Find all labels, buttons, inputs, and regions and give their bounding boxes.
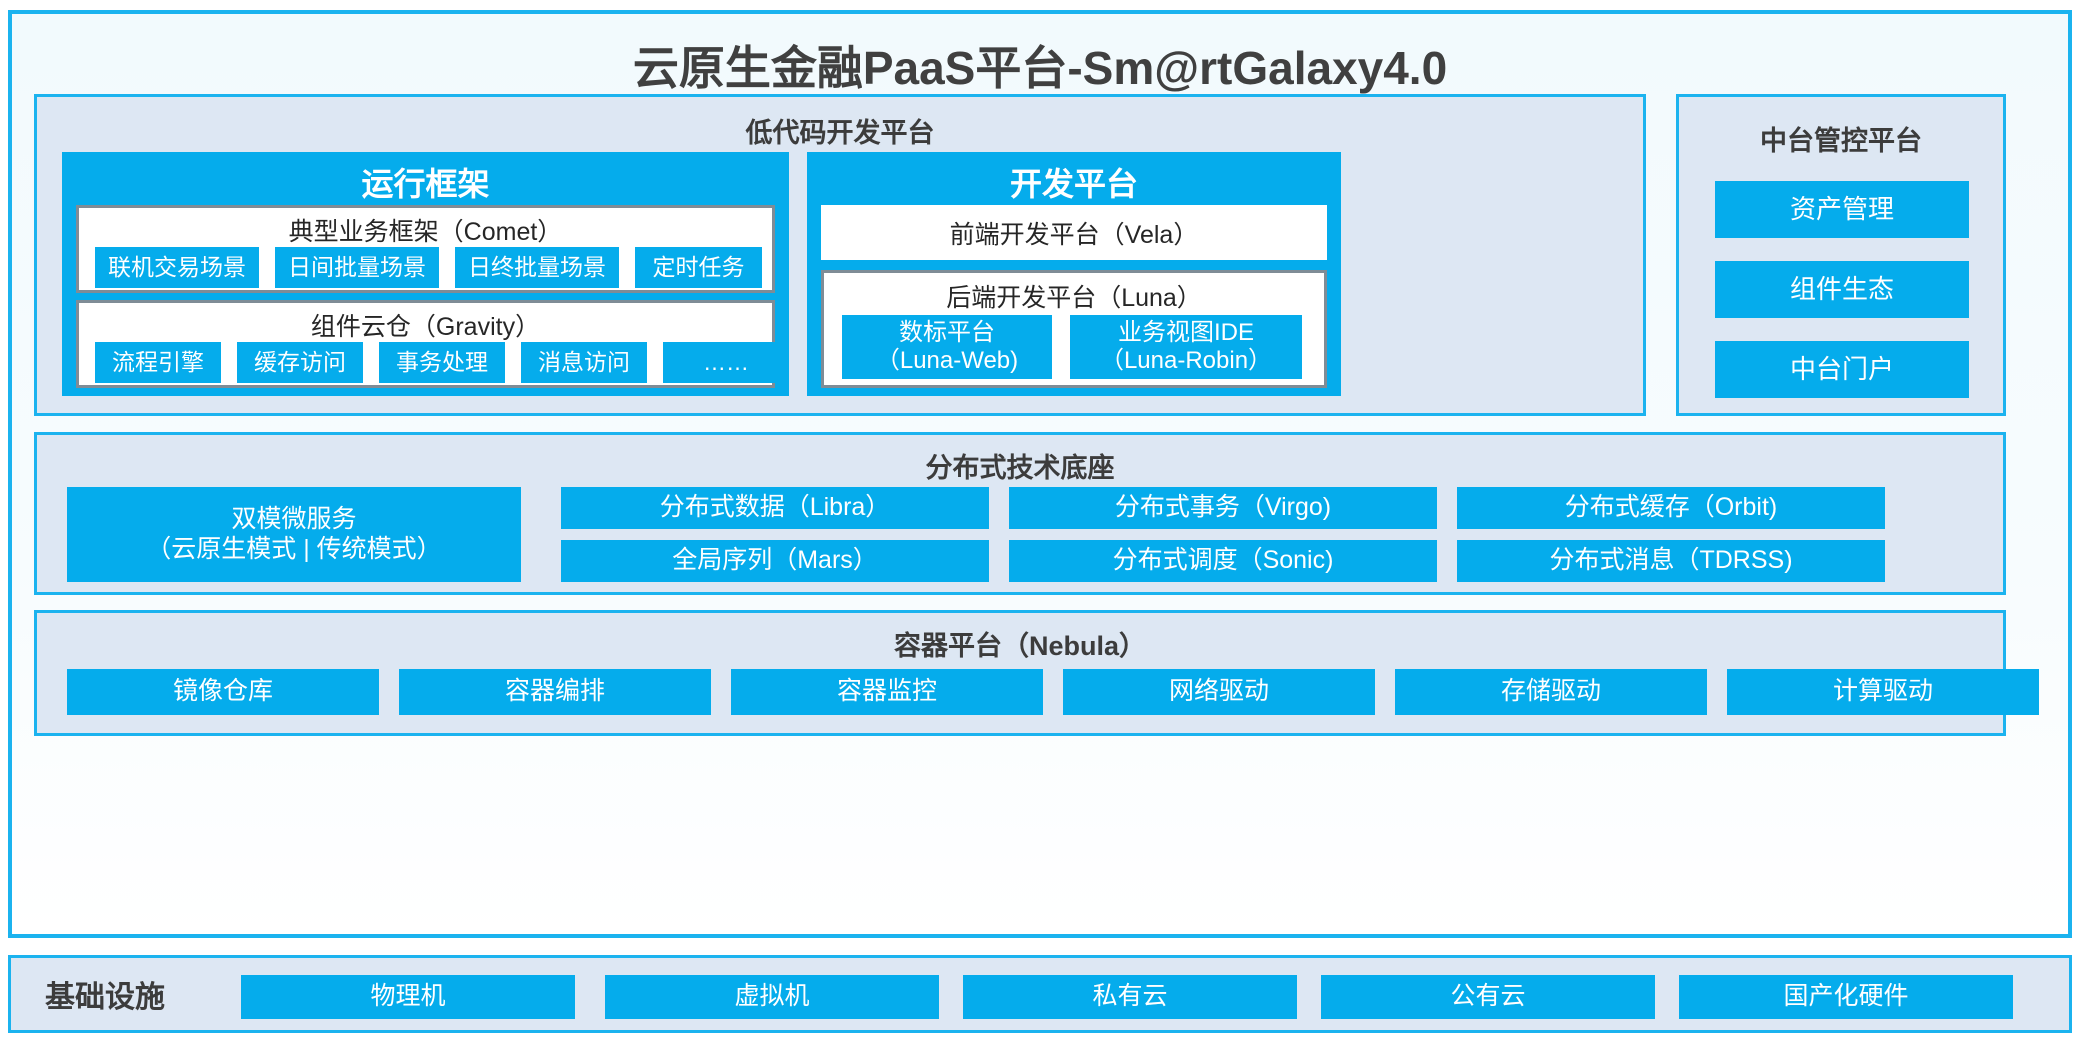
control-platform-title: 中台管控平台 [1760, 126, 1922, 156]
gravity-tile-0[interactable]: 流程引擎 [95, 342, 221, 383]
gravity-tile-3[interactable]: 消息访问 [521, 342, 647, 383]
container-tile-2[interactable]: 容器监控 [731, 669, 1043, 715]
backend-tile-1[interactable]: 业务视图IDE （Luna-Robin） [1070, 315, 1302, 379]
container-tile-5[interactable]: 计算驱动 [1727, 669, 2039, 715]
page-title: 云原生金融PaaS平台-Sm@rtGalaxy4.0 [632, 42, 1448, 94]
infrastructure-tile-4[interactable]: 国产化硬件 [1679, 975, 2013, 1019]
gravity-tile-2[interactable]: 事务处理 [379, 342, 505, 383]
comet-box: 典型业务框架（Comet） 联机交易场景 日间批量场景 日终批量场景 定时任务 [76, 205, 775, 293]
gravity-tile-4[interactable]: …… [663, 342, 789, 383]
comet-tile-3[interactable]: 定时任务 [635, 247, 762, 288]
distributed-tile-r0c0[interactable]: 分布式数据（Libra） [561, 487, 989, 529]
container-tile-3[interactable]: 网络驱动 [1063, 669, 1375, 715]
container-tile-4[interactable]: 存储驱动 [1395, 669, 1707, 715]
gravity-box: 组件云仓（Gravity） 流程引擎 缓存访问 事务处理 消息访问 …… [76, 300, 789, 388]
control-platform-tile-1[interactable]: 组件生态 [1715, 261, 1969, 318]
container-platform-panel: 容器平台（Nebula） 镜像仓库 容器编排 容器监控 网络驱动 存储驱动 计算… [34, 610, 2039, 736]
control-platform-tile-2[interactable]: 中台门户 [1715, 341, 1969, 398]
runtime-framework-box: 运行框架 典型业务框架（Comet） 联机交易场景 日间批量场景 日终批量场景 … [62, 152, 789, 396]
gravity-title: 组件云仓（Gravity） [310, 313, 541, 341]
container-tile-0[interactable]: 镜像仓库 [67, 669, 379, 715]
infrastructure-panel: 基础设施 物理机 虚拟机 私有云 公有云 国产化硬件 [8, 955, 2072, 1033]
infrastructure-tile-3[interactable]: 公有云 [1321, 975, 1655, 1019]
frontend-platform-box[interactable]: 前端开发平台（Vela） [821, 205, 1327, 260]
container-tile-1[interactable]: 容器编排 [399, 669, 711, 715]
distributed-tile-r1c0[interactable]: 全局序列（Mars） [561, 540, 989, 582]
control-platform-panel: 中台管控平台 资产管理 组件生态 中台门户 [1676, 94, 2006, 416]
infrastructure-tile-1[interactable]: 虚拟机 [605, 975, 939, 1019]
frontend-platform-label: 前端开发平台（Vela） [949, 220, 1199, 249]
distributed-tile-r1c2[interactable]: 分布式消息（TDRSS) [1457, 540, 1885, 582]
distributed-tile-r1c1[interactable]: 分布式调度（Sonic) [1009, 540, 1437, 582]
dev-platform-box: 开发平台 前端开发平台（Vela） 后端开发平台（Luna） 数标平台 （Lun… [807, 152, 1341, 396]
infrastructure-label: 基础设施 [45, 981, 165, 1014]
dual-mode-microservice-tile[interactable]: 双模微服务 （云原生模式 | 传统模式） [67, 487, 521, 582]
distributed-foundation-title: 分布式技术底座 [925, 453, 1115, 483]
backend-platform-box: 后端开发平台（Luna） 数标平台 （Luna-Web) 业务视图IDE （Lu… [821, 270, 1327, 388]
backend-tile-0[interactable]: 数标平台 （Luna-Web) [842, 315, 1052, 379]
infrastructure-tile-2[interactable]: 私有云 [963, 975, 1297, 1019]
comet-tile-1[interactable]: 日间批量场景 [275, 247, 439, 288]
comet-tile-2[interactable]: 日终批量场景 [455, 247, 619, 288]
container-platform-title: 容器平台（Nebula） [893, 631, 1147, 661]
distributed-tile-r0c2[interactable]: 分布式缓存（Orbit) [1457, 487, 1885, 529]
low-code-panel-title: 低代码开发平台 [745, 118, 935, 148]
gravity-tile-1[interactable]: 缓存访问 [237, 342, 363, 383]
dev-platform-title: 开发平台 [1009, 166, 1138, 202]
distributed-foundation-panel: 分布式技术底座 双模微服务 （云原生模式 | 传统模式） 分布式数据（Libra… [34, 432, 2006, 595]
comet-title: 典型业务框架（Comet） [288, 218, 563, 246]
distributed-tile-r0c1[interactable]: 分布式事务（Virgo) [1009, 487, 1437, 529]
comet-tile-0[interactable]: 联机交易场景 [95, 247, 259, 288]
low-code-panel: 低代码开发平台 运行框架 典型业务框架（Comet） 联机交易场景 日间批量场景… [34, 94, 1646, 416]
backend-platform-title: 后端开发平台（Luna） [946, 284, 1202, 312]
runtime-framework-title: 运行框架 [361, 166, 490, 202]
platform-outer-frame: 云原生金融PaaS平台-Sm@rtGalaxy4.0 低代码开发平台 运行框架 … [8, 10, 2072, 938]
infrastructure-tile-0[interactable]: 物理机 [241, 975, 575, 1019]
control-platform-tile-0[interactable]: 资产管理 [1715, 181, 1969, 238]
